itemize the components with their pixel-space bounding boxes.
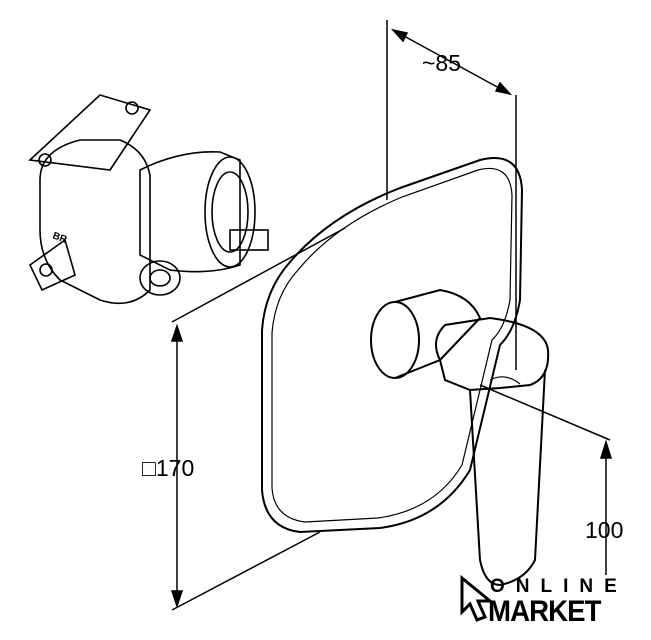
height-label: 100 — [585, 517, 624, 543]
logo-text-market: MARKET — [488, 595, 601, 628]
cover-plate — [261, 157, 524, 534]
plate-dimension-lines — [170, 227, 346, 611]
svg-text:BR: BR — [51, 230, 69, 246]
depth-dimension-lines — [386, 20, 517, 370]
plate-size-label: □170 — [142, 455, 195, 481]
depth-label: ~85 — [422, 50, 462, 76]
logo-cursor-icon — [460, 574, 495, 622]
height-dimension-lines — [479, 384, 613, 575]
handle — [370, 288, 550, 587]
valve-body: BR — [28, 94, 269, 305]
logo-text-online: ONLINE — [490, 576, 628, 597]
